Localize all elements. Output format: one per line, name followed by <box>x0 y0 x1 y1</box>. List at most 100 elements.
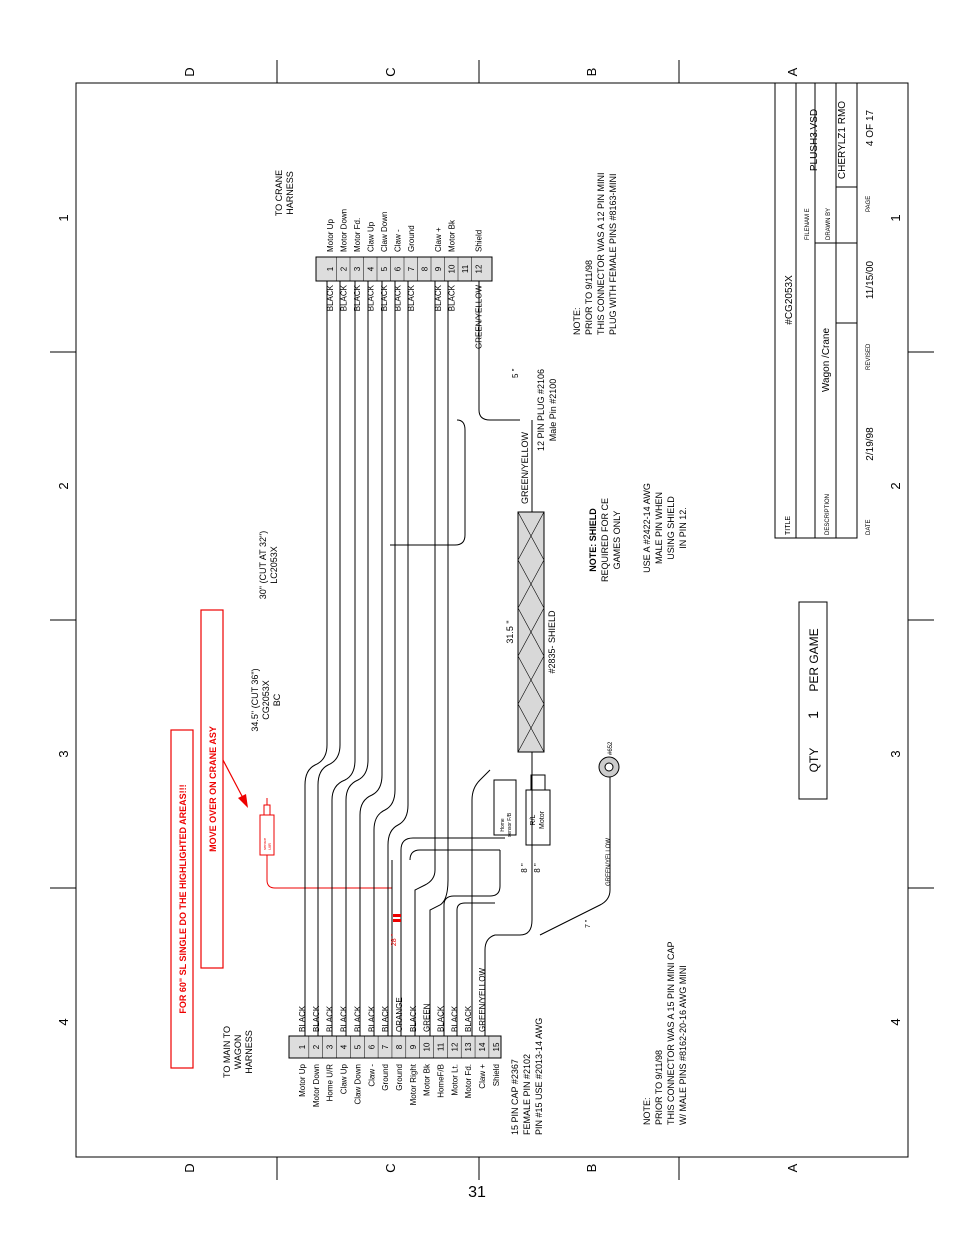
pin-label: Motor Fd. <box>464 1064 473 1098</box>
pin-number: 8 <box>421 266 430 271</box>
pin-number: 5 <box>353 1044 362 1049</box>
zone-number: 4 <box>888 1018 903 1025</box>
pin-label: Motor Down <box>340 209 349 252</box>
lug-label: #652 <box>608 741 614 755</box>
cable-info-2: 34.5" (CUT 36")CG2053XBC <box>250 668 282 731</box>
date-value: 2/19/98 <box>865 427 876 461</box>
pin-number: 3 <box>353 266 362 271</box>
drawnby-label: DRAWN BY <box>826 208 832 240</box>
to-crane-label: TO CRANEHARNESS <box>274 170 295 216</box>
zone-letter: B <box>584 1164 599 1173</box>
zone-letter: A <box>785 67 800 76</box>
pin-label: Motor Bk <box>448 219 457 252</box>
wire-color-label: BLACK <box>367 1005 376 1032</box>
pin-label: Claw + <box>434 227 443 252</box>
drawnby-value: CHERYLZ1 RMO <box>837 101 848 179</box>
pin-label: Claw Down <box>353 1064 362 1104</box>
pin-number: 7 <box>407 266 416 271</box>
pin-label: Motor Down <box>312 1064 321 1107</box>
wire-color-label: BLACK <box>340 284 349 311</box>
wire-color-label: BLACK <box>409 1005 418 1032</box>
pin-label: Claw - <box>367 1064 376 1087</box>
pin-label: Motor Lt. <box>450 1064 459 1096</box>
wire-color-label: BLACK <box>367 284 376 311</box>
pin-label: Motor Up <box>298 1063 307 1096</box>
pin-label: Claw + <box>478 1064 487 1089</box>
wire-color-label: ORANGE <box>395 997 404 1032</box>
qty-box: QTY 1 PER GAME <box>798 601 828 800</box>
dim-8a: 8 " <box>520 863 529 873</box>
pin-label: Shield <box>492 1064 501 1086</box>
pin-number: 11 <box>461 264 470 273</box>
warning-single: FOR 60" SL SINGLE DO THE HIGHLIGHTED ARE… <box>170 729 194 1069</box>
page-value: 4 OF 17 <box>865 110 876 147</box>
pin-label: HomeF/B <box>437 1064 446 1098</box>
qty-value: 1 <box>805 711 821 719</box>
wire-color-label: BLACK <box>326 284 335 311</box>
title-value: #CG2053X <box>784 275 795 325</box>
pin-number: 10 <box>423 1042 432 1051</box>
pin-label: Claw - <box>394 229 403 252</box>
pin-number: 2 <box>312 1044 321 1049</box>
dim-8b: 8 " <box>533 863 542 873</box>
wire-color-label: BLACK <box>381 1005 390 1032</box>
pin-number: 13 <box>464 1042 473 1051</box>
zone-ticks <box>50 60 934 1180</box>
pin-number: 5 <box>380 266 389 271</box>
pin-number: 7 <box>381 1044 390 1049</box>
wire-color-label: GREEN <box>423 1003 432 1032</box>
zone-letter: C <box>383 1163 398 1172</box>
shield-label: #2835- SHIELD <box>547 610 557 674</box>
revised-label: REVISED <box>866 343 872 370</box>
pin-label: Motor Fd. <box>353 218 362 252</box>
pin-number: 14 <box>478 1042 487 1051</box>
wire-color-label: BLACK <box>353 1005 362 1032</box>
dim-7: 7 " <box>585 919 592 928</box>
wire-color-label: BLACK <box>450 1005 459 1032</box>
zone-letter: A <box>785 1163 800 1172</box>
green-yellow-lug: GREEN/YELLOW <box>606 838 612 886</box>
pin-number: 6 <box>367 1044 376 1049</box>
pin-label: Claw Up <box>367 221 376 252</box>
zone-number: 2 <box>56 482 71 489</box>
pin-number: 12 <box>450 1042 459 1051</box>
wire-color-label: BLACK <box>326 1005 335 1032</box>
wire-color-label: BLACK <box>437 1005 446 1032</box>
zone-letters: D C B A D C B A <box>182 67 800 1172</box>
wire-runs <box>304 281 533 1036</box>
title-label: TITLE <box>785 516 792 535</box>
dim-5: 5 " <box>511 368 520 378</box>
pin-label: Claw Up <box>340 1063 349 1094</box>
pin-number: 4 <box>340 1044 349 1049</box>
to-main-label: TO MAIN TOWAGONHARNESS <box>222 1026 254 1078</box>
wire-color-label: BLACK <box>434 284 443 311</box>
pin-number: 12 <box>475 264 484 273</box>
page-label: PAGE <box>866 196 872 212</box>
pin-number: 8 <box>395 1044 404 1049</box>
page-number: 31 <box>468 1184 486 1201</box>
revised-value: 11/15/00 <box>865 260 876 299</box>
wire-color-label: BLACK <box>464 1005 473 1032</box>
pin-number: 1 <box>326 266 335 271</box>
wire-color-label: GREEN/YELLOW <box>478 968 487 1032</box>
pin-number: 1 <box>298 1044 307 1049</box>
pin-number: 15 <box>492 1042 501 1051</box>
pin-number: 9 <box>409 1044 418 1049</box>
filename-label: FILENAM E <box>805 208 811 240</box>
pin-label: Claw Down <box>380 212 389 252</box>
description-value: Wagon /Crane <box>821 328 832 393</box>
wire-28-marker: 28 " <box>391 914 401 946</box>
wire-color-label: BLACK <box>380 284 389 311</box>
zone-number: 3 <box>56 750 71 757</box>
warning-move: MOVE OVER ON CRANE ASY <box>200 609 248 969</box>
wire-color-label: BLACK <box>394 284 403 311</box>
zone-number: 1 <box>888 214 903 221</box>
